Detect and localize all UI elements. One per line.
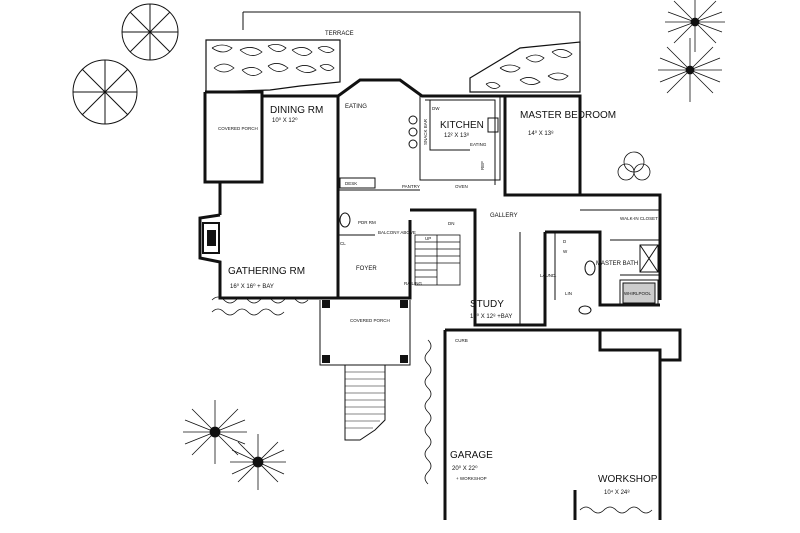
refrigerator-label: REF <box>480 161 485 170</box>
master-bath-label: MASTER BATH <box>596 261 638 267</box>
garage-note: + WORKSHOP <box>456 476 487 481</box>
study-label: STUDY <box>470 299 504 310</box>
workshop-dimensions: 10⁴ X 24⁸ <box>604 489 630 496</box>
desk-label: DESK <box>345 181 357 186</box>
dining-room-dimensions: 10⁰ X 12⁰ <box>272 117 298 124</box>
tree-top-left-icon <box>121 3 179 61</box>
railing-label: RAILING <box>404 281 423 286</box>
walls <box>198 78 682 520</box>
linen-label: LIN <box>565 291 572 296</box>
whirlpool-label: WHIRLPOOL <box>624 291 652 296</box>
planter-beds <box>211 296 653 514</box>
covered-porch-left-label: COVERED PORCH <box>218 126 258 131</box>
bath-fixtures <box>339 212 659 315</box>
fireplace-icon <box>202 222 220 254</box>
stairs-down-label: DN <box>448 221 455 226</box>
covered-porch-front-label: COVERED PORCH <box>350 318 390 323</box>
front-porch <box>319 300 411 441</box>
kitchen-counters <box>339 99 499 189</box>
eating-label: EATING <box>345 104 367 110</box>
kitchen-dimensions: 12² X 13⁸ <box>444 132 470 139</box>
oven-label: OVEN <box>455 184 468 189</box>
workshop-label: WORKSHOP <box>598 474 658 485</box>
stairs-icon <box>414 234 461 286</box>
laundry-label: LAUND. <box>540 273 557 278</box>
terrace-label: TERRACE <box>325 31 354 37</box>
dining-room-label: DINING RM <box>270 105 323 116</box>
master-bedroom-dimensions: 14⁰ X 13⁸ <box>528 130 554 137</box>
gallery-label: GALLERY <box>490 213 518 219</box>
eating-small-label: EATING <box>470 142 487 147</box>
foyer-label: FOYER <box>356 266 377 272</box>
washer-label: W <box>563 249 568 254</box>
terrace <box>205 11 581 93</box>
powder-room-label: PDR RM <box>358 220 376 225</box>
dishwasher-label: DW <box>432 106 440 111</box>
garage-label: GARAGE <box>450 450 493 461</box>
tree-top-right-icon <box>658 0 725 102</box>
snack-bar-label: SNACK BAR <box>423 118 428 145</box>
garage-dimensions: 20⁰ X 22⁰ <box>452 465 478 472</box>
pantry-label: PANTRY <box>402 184 420 189</box>
walk-in-closet-label: WALK-IN CLOSET <box>620 216 658 221</box>
master-bedroom-label: MASTER BEDROOM <box>520 110 616 121</box>
kitchen-label: KITCHEN <box>440 120 484 131</box>
tree-left-icon <box>72 59 138 125</box>
dryer-label: D <box>563 239 567 244</box>
balcony-label: BALCONY ABOVE <box>378 230 416 235</box>
closet-label: CL <box>340 241 346 246</box>
tree-bottom-left-icon <box>183 400 286 490</box>
gathering-room-label: GATHERING RM <box>228 266 305 277</box>
gathering-room-dimensions: 16⁰ X 16⁰ + BAY <box>230 283 274 290</box>
stairs-up-label: UP <box>425 236 431 241</box>
shrub-icon <box>617 151 651 181</box>
curb-label: CURB <box>455 338 468 343</box>
study-dimensions: 10⁰ X 12⁸ +BAY <box>470 313 512 320</box>
